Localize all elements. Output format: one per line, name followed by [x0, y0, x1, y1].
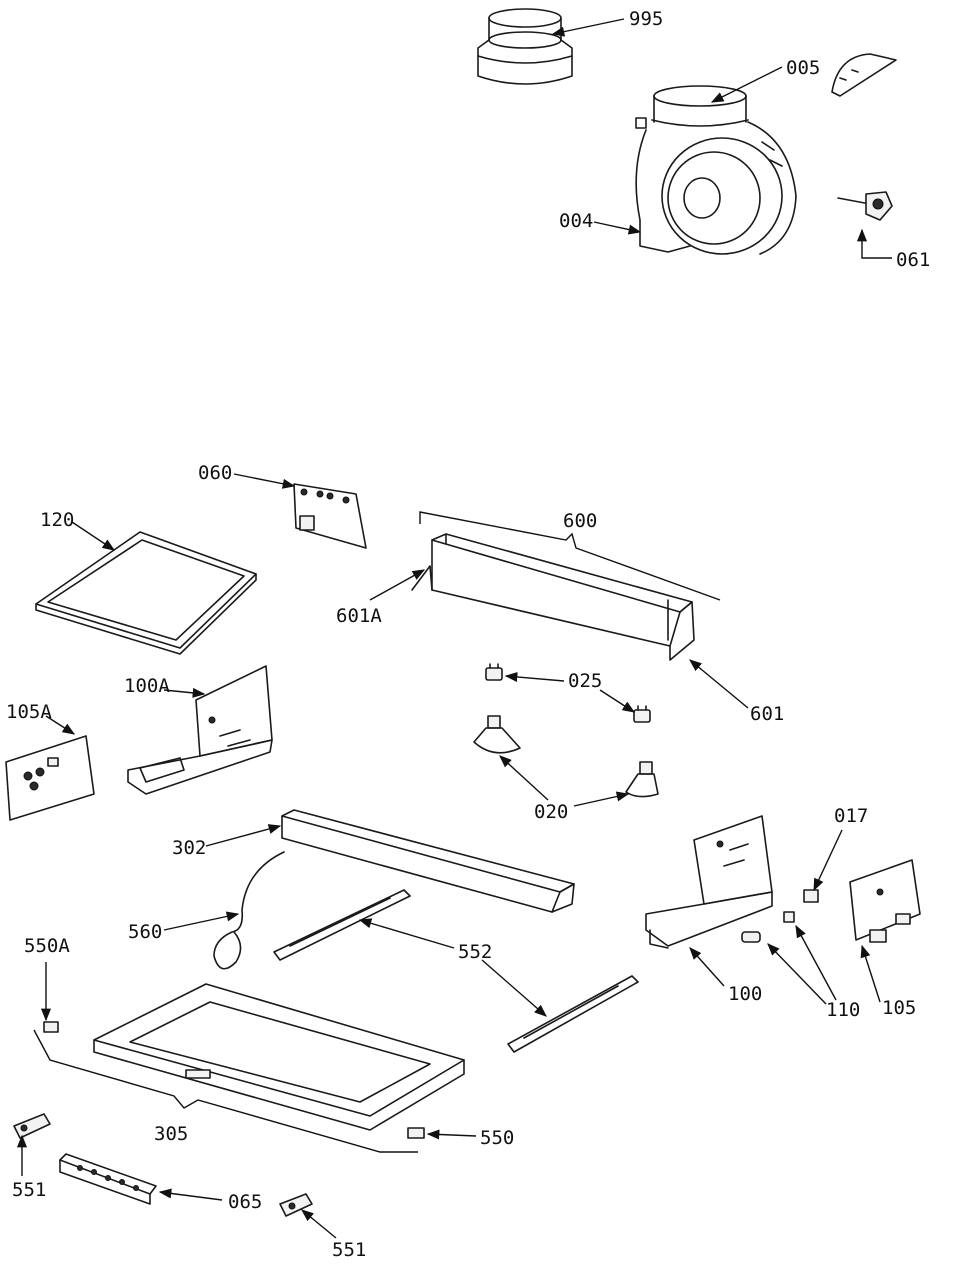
leader-017 [813, 829, 843, 892]
label-110: 110 [826, 999, 860, 1021]
leader-065 [158, 1188, 223, 1201]
label-560: 560 [128, 921, 162, 943]
part-100-terminal-block [645, 815, 773, 949]
leader-020a [499, 755, 549, 801]
label-995: 995 [629, 8, 663, 30]
leader-601 [689, 659, 749, 709]
part-560-cable [213, 851, 285, 970]
part-020-bulb-1 [473, 715, 521, 754]
leader-020b [573, 791, 630, 807]
part-065-control-strip [59, 1153, 157, 1205]
part-motor-cover [831, 53, 897, 97]
leader-601A [369, 569, 426, 601]
label-020: 020 [534, 801, 568, 823]
part-551-hinge-1 [13, 1113, 51, 1139]
label-120: 120 [40, 509, 74, 531]
leader-110b [795, 924, 837, 1001]
part-060-control-board [293, 483, 367, 549]
bracket-600 [419, 511, 721, 601]
leader-560 [163, 911, 240, 931]
part-025-lamp-holder-1 [485, 663, 503, 681]
label-105A: 105A [6, 701, 52, 723]
leader-550 [426, 1129, 477, 1140]
part-305-slide-tray [93, 983, 465, 1131]
label-004: 004 [559, 210, 593, 232]
label-550A: 550A [24, 935, 70, 957]
leader-025b [599, 689, 636, 713]
part-004-blower-motor [635, 85, 797, 255]
leader-551-right [301, 1209, 337, 1239]
label-017: 017 [834, 805, 868, 827]
label-100: 100 [728, 983, 762, 1005]
leader-120 [71, 521, 116, 551]
label-305: 305 [154, 1123, 188, 1145]
leader-995 [551, 18, 625, 37]
label-100A: 100A [124, 675, 170, 697]
label-060: 060 [198, 462, 232, 484]
part-110-fuse-1 [741, 931, 761, 943]
label-302: 302 [172, 837, 206, 859]
part-551-hinge-2 [279, 1193, 313, 1217]
leader-061 [856, 228, 892, 259]
part-600-light-housing [411, 533, 695, 661]
part-552-rail-1 [273, 889, 411, 961]
bracket-305 [33, 1029, 418, 1153]
part-025-lamp-holder-2 [633, 705, 651, 723]
part-302-channel [281, 809, 575, 913]
part-020-bulb-2 [625, 761, 659, 798]
label-105: 105 [882, 997, 916, 1019]
part-110-fuse-2 [783, 911, 795, 923]
label-551-right: 551 [332, 1239, 366, 1261]
part-550A-clip [43, 1021, 59, 1033]
leader-025a [504, 671, 565, 682]
part-552-rail-2 [507, 975, 639, 1053]
part-100A-terminal-block [127, 665, 273, 795]
part-061-capacitor [837, 191, 893, 221]
leader-004 [593, 221, 642, 235]
label-600: 600 [563, 510, 597, 532]
leader-005 [710, 66, 783, 103]
label-065: 065 [228, 1191, 262, 1213]
label-005: 005 [786, 57, 820, 79]
part-995-duct-adapter [477, 8, 573, 85]
label-552: 552 [458, 941, 492, 963]
label-025: 025 [568, 670, 602, 692]
part-105-power-board [849, 859, 921, 943]
part-120-frame [35, 531, 257, 655]
leader-060 [233, 473, 296, 489]
leader-105 [860, 944, 881, 1003]
leader-100A [163, 687, 206, 698]
part-105A-power-board [5, 735, 95, 821]
part-550-clip [407, 1127, 425, 1139]
label-601A: 601A [336, 605, 382, 627]
label-061: 061 [896, 249, 930, 271]
label-601: 601 [750, 703, 784, 725]
label-551-left: 551 [12, 1179, 46, 1201]
part-017-switch [803, 889, 819, 903]
leader-105A [45, 715, 76, 735]
leader-552b [481, 959, 547, 1017]
leader-302 [205, 824, 282, 847]
label-550: 550 [480, 1127, 514, 1149]
leader-110a [767, 943, 827, 1005]
leader-552a [358, 918, 455, 949]
leader-100 [689, 947, 725, 987]
